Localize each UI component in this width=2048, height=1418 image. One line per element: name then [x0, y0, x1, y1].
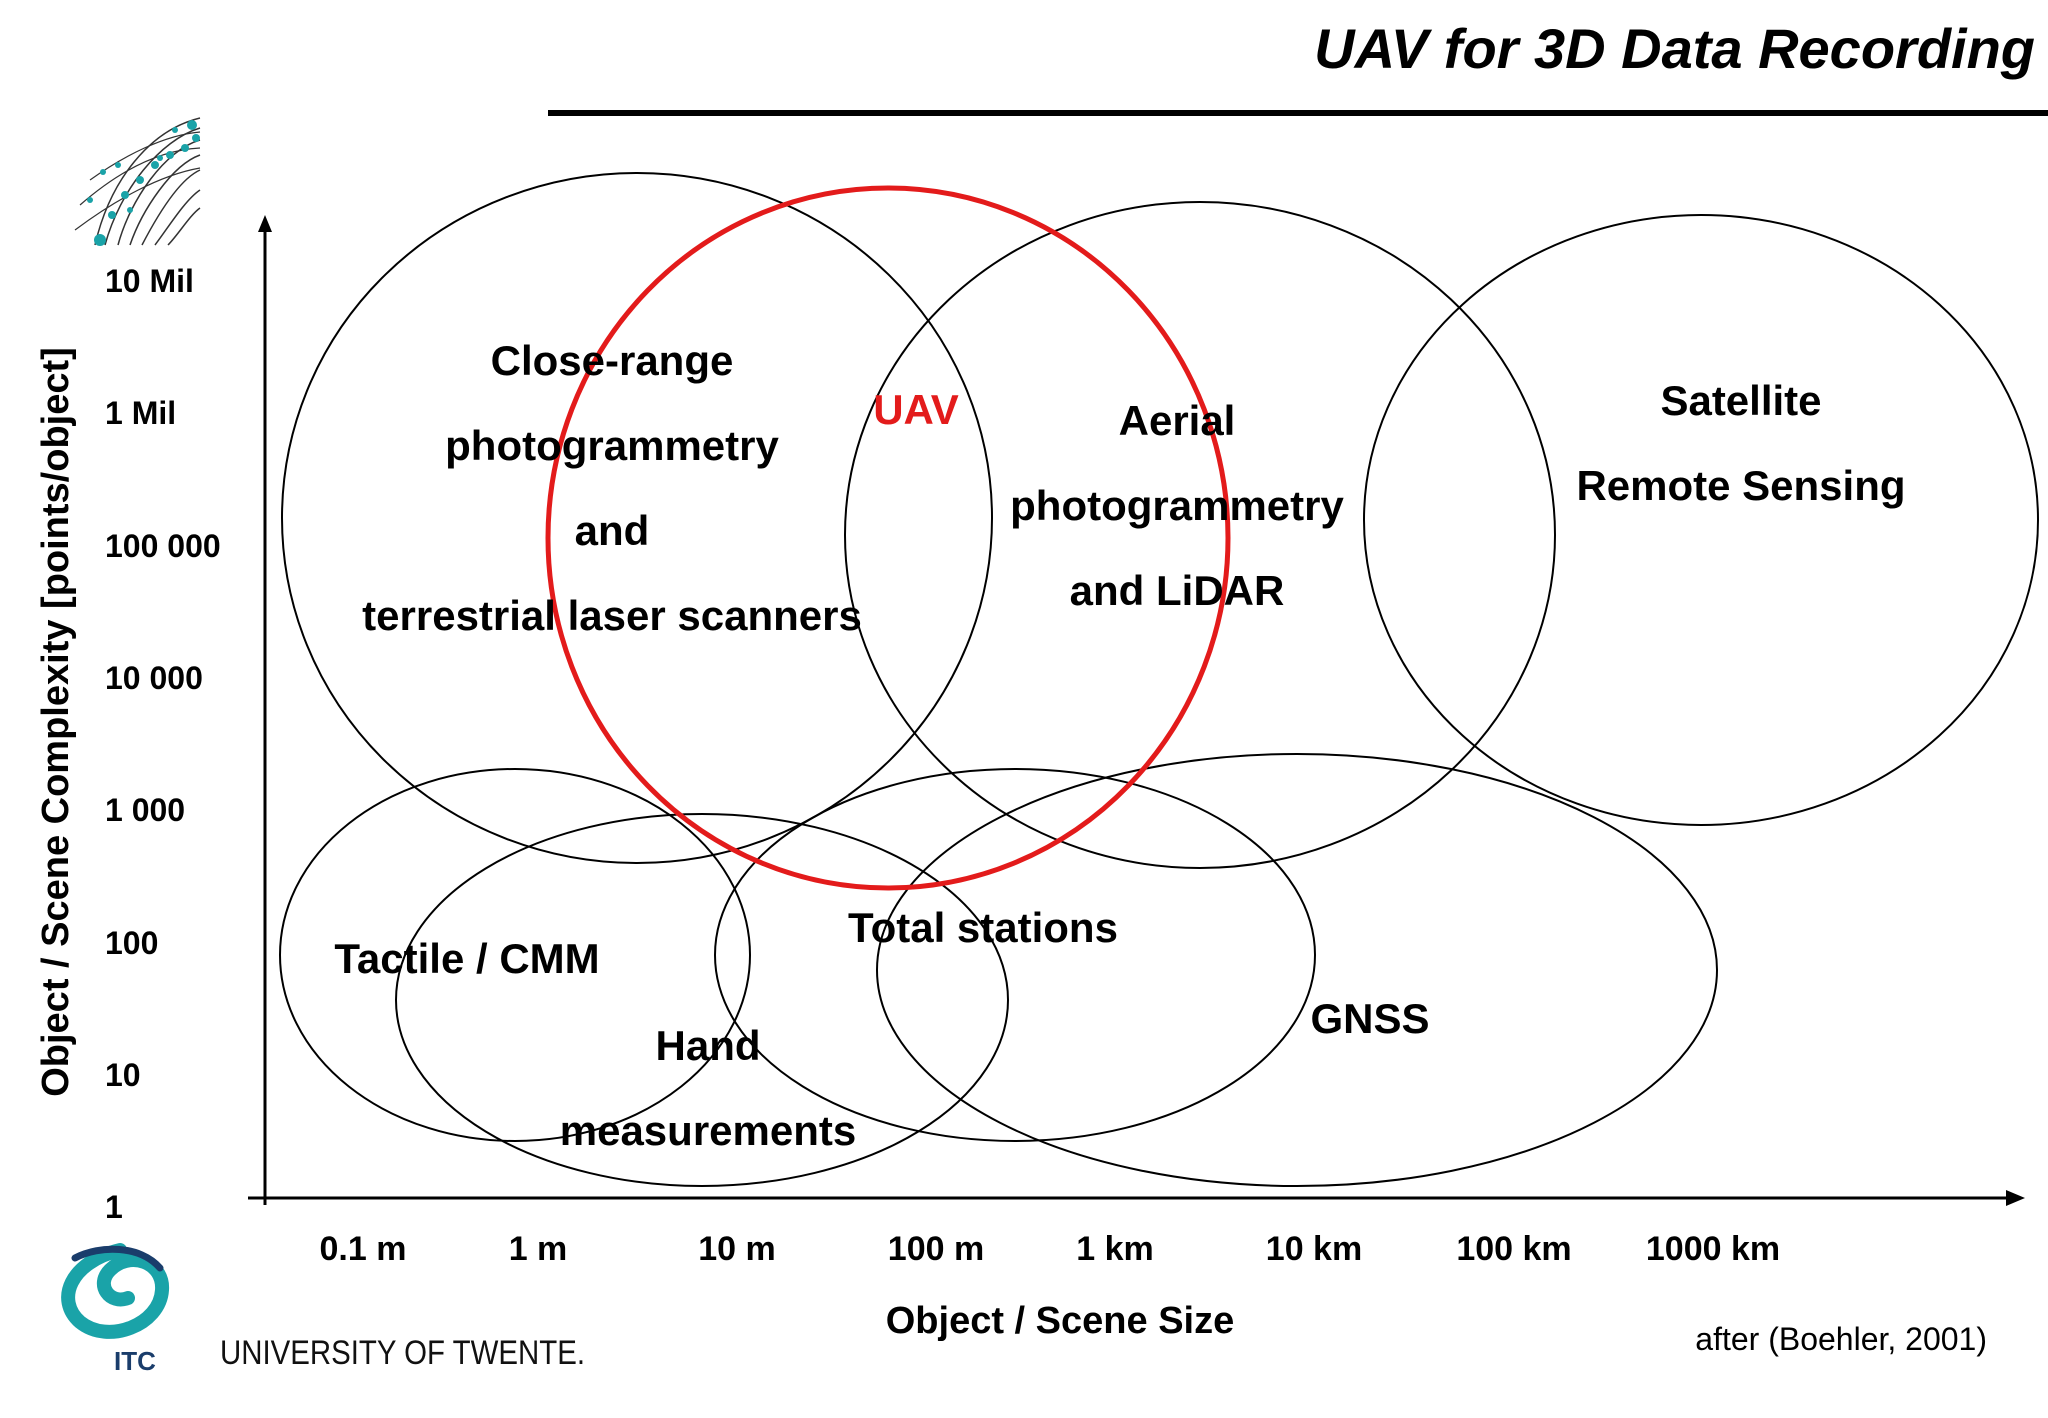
x-tick-100m: 100 m: [888, 1230, 984, 1268]
x-axis-arrowhead: [2006, 1190, 2025, 1206]
citation-text: after (Boehler, 2001): [1695, 1321, 1987, 1357]
total-stations-ellipse: [714, 768, 1316, 1142]
x-axis-ticks: 0.1 m 1 m 10 m 100 m 1 km 10 km 100 km 1…: [320, 1230, 1781, 1268]
y-axis-arrowhead: [258, 215, 272, 232]
title-underline: [548, 110, 2048, 116]
aerial-label-line1: Aerial: [1119, 397, 1236, 444]
university-name: UNIVERSITY OF TWENTE.: [220, 1334, 585, 1372]
x-tick-1000km: 1000 km: [1646, 1230, 1780, 1268]
close-range-label-line3: and: [575, 507, 650, 554]
x-tick-0-1m: 0.1 m: [320, 1230, 407, 1268]
hand-label-line2: measurements: [560, 1107, 856, 1154]
x-tick-10km: 10 km: [1266, 1230, 1362, 1268]
hand-measurements-ellipse: [395, 813, 1009, 1187]
aerial-label-line3: and LiDAR: [1070, 567, 1285, 614]
slide-title: UAV for 3D Data Recording: [1314, 17, 2035, 80]
y-tick-10000: 10 000: [105, 660, 203, 696]
satellite-label-line1: Satellite: [1660, 377, 1821, 424]
y-tick-1: 1: [105, 1189, 123, 1225]
x-tick-1km: 1 km: [1076, 1230, 1154, 1268]
gnss-label: GNSS: [1310, 995, 1429, 1042]
x-tick-10m: 10 m: [698, 1230, 776, 1268]
satellite-label-line2: Remote Sensing: [1576, 462, 1905, 509]
uav-ellipse: [545, 185, 1231, 891]
itc-logo: ITC: [61, 1243, 169, 1376]
aerial-ellipse: [844, 201, 1556, 869]
close-range-label-line1: Close-range: [491, 337, 734, 384]
tactile-ellipse: [279, 768, 751, 1142]
y-axis-label: Object / Scene Complexity [points/object…: [35, 347, 77, 1097]
x-tick-1m: 1 m: [509, 1230, 568, 1268]
uav-label: UAV: [873, 386, 959, 433]
y-tick-100: 100: [105, 925, 158, 961]
y-tick-1mil: 1 Mil: [105, 395, 176, 431]
gnss-ellipse: [876, 753, 1718, 1187]
x-axis-label: Object / Scene Size: [886, 1300, 1234, 1342]
x-tick-100km: 100 km: [1456, 1230, 1571, 1268]
total-stations-label: Total stations: [848, 904, 1118, 951]
close-range-label-line2: photogrammetry: [445, 422, 779, 469]
close-range-label-line4: terrestrial laser scanners: [362, 592, 862, 639]
y-tick-10mil: 10 Mil: [105, 263, 194, 299]
tactile-label: Tactile / CMM: [334, 935, 599, 982]
satellite-ellipse: [1363, 214, 2039, 826]
y-tick-10: 10: [105, 1057, 141, 1093]
itc-logo-text: ITC: [114, 1346, 156, 1376]
close-range-ellipse: [281, 172, 993, 864]
y-tick-100000: 100 000: [105, 528, 221, 564]
y-tick-1000: 1 000: [105, 792, 185, 828]
corner-swirl-graphic: [74, 117, 201, 246]
aerial-label-line2: photogrammetry: [1010, 482, 1344, 529]
hand-label-line1: Hand: [656, 1022, 761, 1069]
y-axis-ticks: 10 Mil 1 Mil 100 000 10 000 1 000 100 10…: [105, 263, 221, 1225]
